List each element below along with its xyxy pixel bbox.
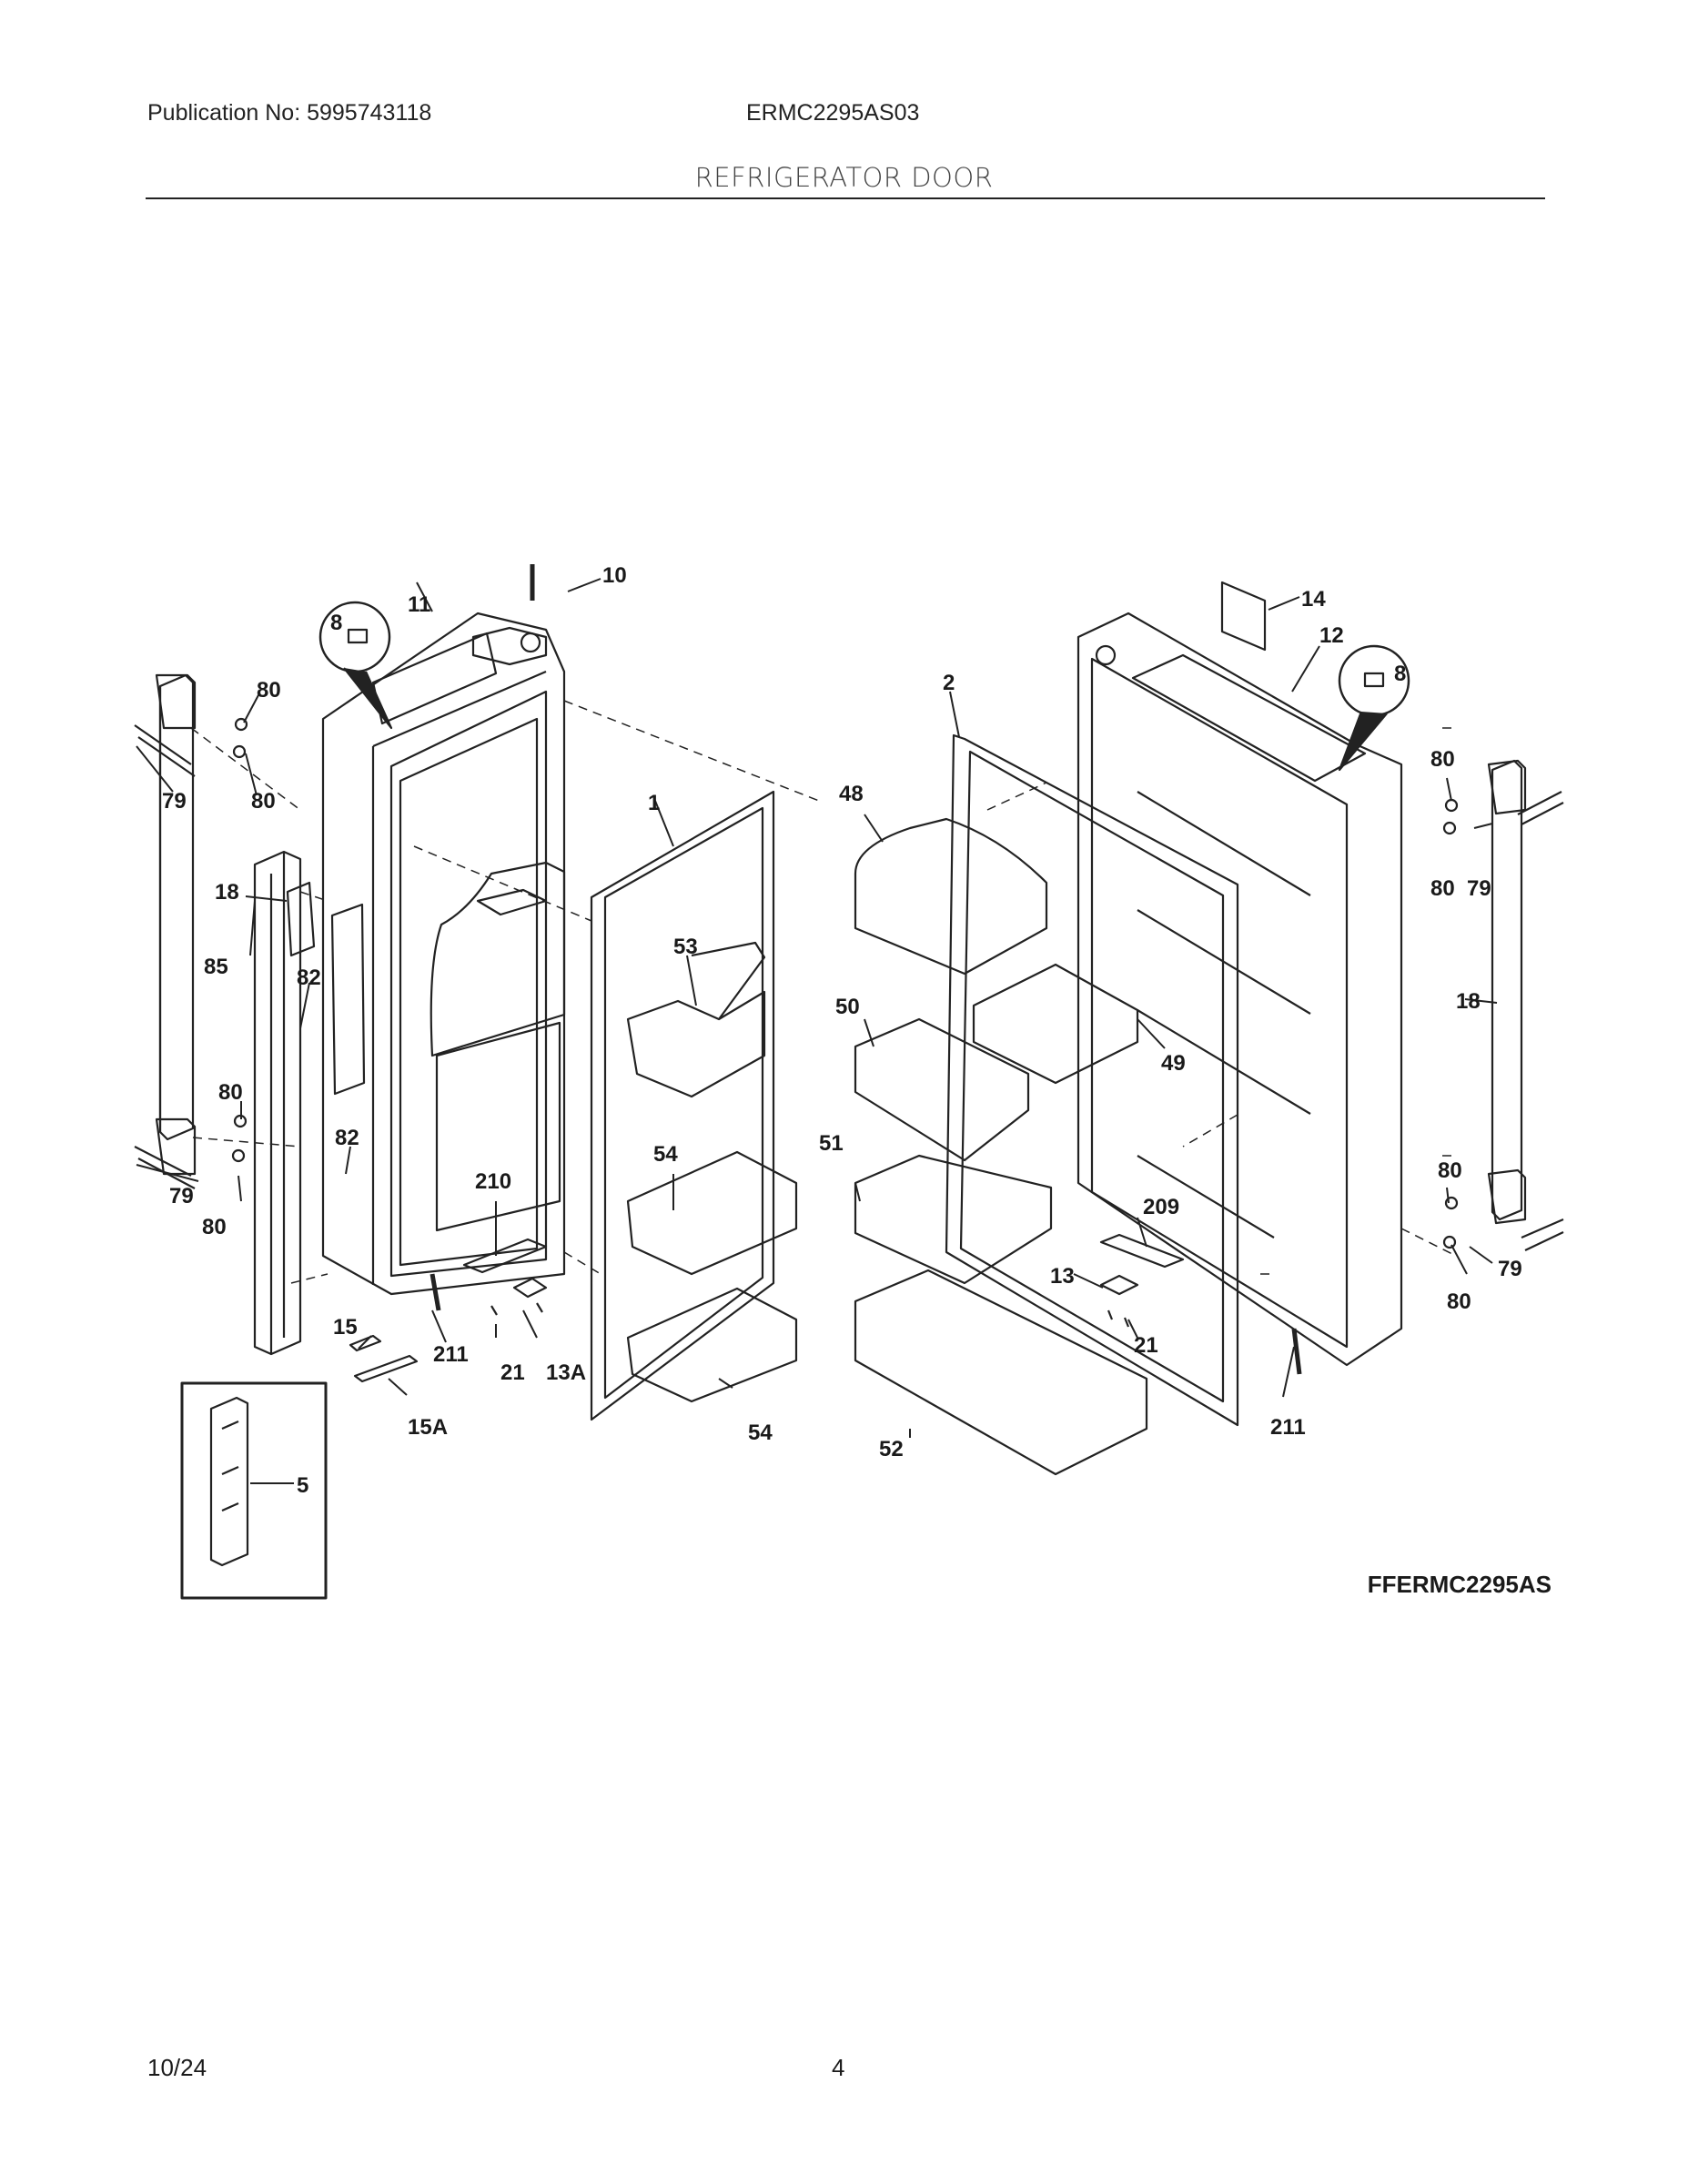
callout-2: 2 xyxy=(943,671,955,695)
publication-number: Publication No: 5995743118 xyxy=(147,100,432,126)
callout-54-mid: 54 xyxy=(653,1142,678,1167)
right-door-gasket xyxy=(945,733,1239,1427)
callout-210: 210 xyxy=(475,1169,511,1194)
callout-13: 13 xyxy=(1050,1264,1075,1289)
right-door-handle xyxy=(1487,759,1564,1251)
page-title: REFRIGERATOR DOOR xyxy=(694,162,994,193)
callout-18-right: 18 xyxy=(1456,989,1481,1014)
left-hinge-parts xyxy=(349,1238,548,1383)
right-door-bins xyxy=(854,817,1148,1476)
detail-circle-left xyxy=(318,601,393,730)
callout-82-top: 82 xyxy=(297,966,321,990)
callout-10: 10 xyxy=(602,563,627,588)
callout-54-bottom: 54 xyxy=(748,1421,773,1445)
callout-15A: 15A xyxy=(408,1415,448,1440)
rating-label xyxy=(1220,581,1267,652)
callout-51: 51 xyxy=(819,1131,844,1156)
callout-80-mid-right: 80 xyxy=(1438,1158,1462,1183)
right-hinge-parts xyxy=(1099,1233,1302,1375)
callout-53: 53 xyxy=(673,935,698,959)
right-door-body xyxy=(1076,612,1403,1367)
left-door-gasket xyxy=(590,790,775,1421)
callout-79-bottom-left: 79 xyxy=(169,1184,194,1208)
left-door-bins xyxy=(626,941,798,1403)
callout-49: 49 xyxy=(1161,1051,1186,1076)
callout-79-top-right: 79 xyxy=(1467,876,1491,901)
callout-21-right: 21 xyxy=(1134,1333,1158,1358)
callout-82-bottom: 82 xyxy=(335,1126,359,1150)
left-door-body xyxy=(321,612,566,1296)
left-door-handle xyxy=(134,673,197,1189)
callout-80-top-left-2: 80 xyxy=(251,789,276,814)
callout-12: 12 xyxy=(1319,623,1344,648)
callout-79-bottom-right: 79 xyxy=(1498,1257,1522,1281)
callout-8-right: 8 xyxy=(1394,662,1406,686)
detail-circle-right xyxy=(1338,644,1410,772)
callout-85: 85 xyxy=(204,955,228,979)
figure-id: FFERMC2295AS xyxy=(1367,1571,1552,1598)
header-rule xyxy=(146,197,1545,199)
callout-211-left: 211 xyxy=(433,1342,469,1367)
callout-80-top-right-2: 80 xyxy=(1430,876,1455,901)
callout-80-top-right-1: 80 xyxy=(1430,747,1455,772)
callout-48: 48 xyxy=(839,782,864,806)
callout-14: 14 xyxy=(1301,587,1326,612)
page-number: 4 xyxy=(832,2054,845,2081)
callout-15: 15 xyxy=(333,1315,358,1340)
callout-50: 50 xyxy=(835,995,860,1019)
callout-80-mid-left: 80 xyxy=(218,1080,243,1105)
callout-5: 5 xyxy=(297,1473,308,1498)
callout-80-top-left-1: 80 xyxy=(257,678,281,703)
callout-79-top-left: 79 xyxy=(162,789,187,814)
right-screws xyxy=(1442,798,1459,1249)
callout-13A: 13A xyxy=(546,1360,586,1385)
callout-211-right: 211 xyxy=(1270,1415,1306,1440)
callout-1: 1 xyxy=(648,791,660,815)
callout-209: 209 xyxy=(1143,1195,1179,1219)
control-module-inset xyxy=(180,1381,328,1600)
callout-21-left: 21 xyxy=(500,1360,525,1385)
callout-80-bottom-left: 80 xyxy=(202,1215,227,1239)
footer-date: 10/24 xyxy=(147,2054,207,2081)
callout-80-bottom-right: 80 xyxy=(1447,1289,1471,1314)
model-number: ERMC2295AS03 xyxy=(746,100,920,126)
callout-52: 52 xyxy=(879,1437,904,1461)
callout-11: 11 xyxy=(408,592,430,617)
callout-8-left: 8 xyxy=(330,611,342,635)
callout-18-left: 18 xyxy=(215,880,239,905)
trim-strip xyxy=(253,850,316,1356)
